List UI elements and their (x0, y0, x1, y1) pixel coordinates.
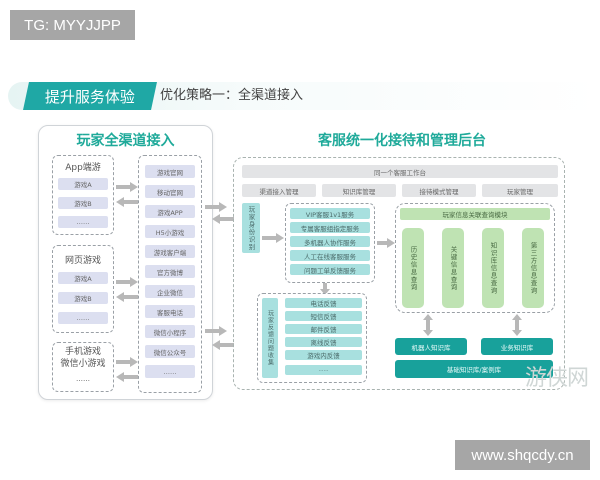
header-tag: 提升服务体验 (23, 82, 157, 110)
channel-item: …… (145, 365, 195, 378)
query-item: 第三方信息查询 (522, 228, 544, 308)
kb-base: 基础知识库/案例库 (395, 360, 553, 378)
arrow-left-icon (116, 372, 138, 382)
module-item: 接待模式管理 (402, 184, 476, 197)
module-item: 玩家管理 (482, 184, 558, 197)
group-title: App端游 (65, 163, 101, 173)
query-item: 知识库信息查询 (482, 228, 504, 308)
left-panel-title: 玩家全渠道接入 (76, 133, 175, 149)
group-title: 网页游戏 (64, 256, 101, 266)
watermark-top-left: TG: MYYJJPP (10, 10, 135, 40)
feedback-label: 玩家反馈问题收集 (262, 298, 278, 378)
group-more: …… (76, 375, 90, 383)
kb-robot: 机器人知识库 (395, 338, 467, 355)
arrow-updown-icon (423, 314, 433, 336)
arrow-right-icon (377, 238, 395, 248)
query-item: 历史信息查询 (402, 228, 424, 308)
feedback-item: 游戏内反馈 (285, 350, 362, 360)
channel-item: 客服电话 (145, 305, 195, 318)
query-module-title: 玩家信息关联查询模块 (400, 208, 550, 220)
service-item: 专属客服组指定服务 (290, 222, 370, 233)
feedback-item: 邮件反馈 (285, 324, 362, 334)
game-item: 游戏A (58, 272, 108, 284)
service-item: VIP客服1v1服务 (290, 208, 370, 219)
service-item: 问题工单反馈服务 (290, 264, 370, 275)
service-item: 人工在线客服服务 (290, 250, 370, 261)
channel-item: H5小游戏 (145, 225, 195, 238)
right-panel-title: 客服统一化接待和管理后台 (318, 133, 486, 149)
channel-item: 企业微信 (145, 285, 195, 298)
workbench-bar: 同一个客服工作台 (242, 165, 558, 178)
arrow-down-icon (320, 283, 330, 295)
feedback-item: 短信反馈 (285, 311, 362, 321)
channel-item: 游戏官网 (145, 165, 195, 178)
query-item: 关键信息查询 (442, 228, 464, 308)
channel-item: 游戏客户端 (145, 245, 195, 258)
kb-business: 业务知识库 (481, 338, 553, 355)
arrow-right-icon (116, 182, 138, 192)
arrow-right-icon (205, 326, 227, 336)
arrow-left-icon (116, 197, 138, 207)
module-item: 渠道接入管理 (242, 184, 316, 197)
arrow-right-icon (116, 357, 138, 367)
watermark-bottom-right: www.shqcdy.cn (455, 440, 590, 470)
arrow-right-icon (205, 202, 227, 212)
group-title: 手机游戏 微信小游戏 (60, 347, 106, 369)
arrow-left-icon (212, 214, 234, 224)
game-item: 游戏B (58, 197, 108, 209)
arrow-right-icon (262, 233, 284, 243)
game-item: 游戏A (58, 178, 108, 190)
channel-item: 官方微博 (145, 265, 195, 278)
identity-box: 玩家身份识别 (242, 203, 260, 253)
feedback-item: 离线反馈 (285, 337, 362, 347)
module-item: 知识库管理 (322, 184, 396, 197)
group-mobile-games (52, 342, 114, 392)
feedback-item: …… (285, 365, 362, 375)
game-item: …… (58, 312, 108, 324)
channel-item: 微信小程序 (145, 325, 195, 338)
header-tag-text: 提升服务体验 (44, 87, 135, 106)
arrow-left-icon (116, 292, 138, 302)
feedback-item: 电话反馈 (285, 298, 362, 308)
game-item: …… (58, 216, 108, 228)
arrow-updown-icon (512, 314, 522, 336)
game-item: 游戏B (58, 292, 108, 304)
channel-item: 游戏APP (145, 205, 195, 218)
brand-watermark: 游侠网 (525, 366, 589, 391)
arrow-left-icon (212, 340, 234, 350)
channel-item: 微信公众号 (145, 345, 195, 358)
service-item: 多机器人协作服务 (290, 236, 370, 247)
channel-item: 移动官网 (145, 185, 195, 198)
header-subtitle: 优化策略一：全渠道接入 (160, 88, 304, 103)
arrow-right-icon (116, 277, 138, 287)
right-panel (233, 157, 565, 390)
